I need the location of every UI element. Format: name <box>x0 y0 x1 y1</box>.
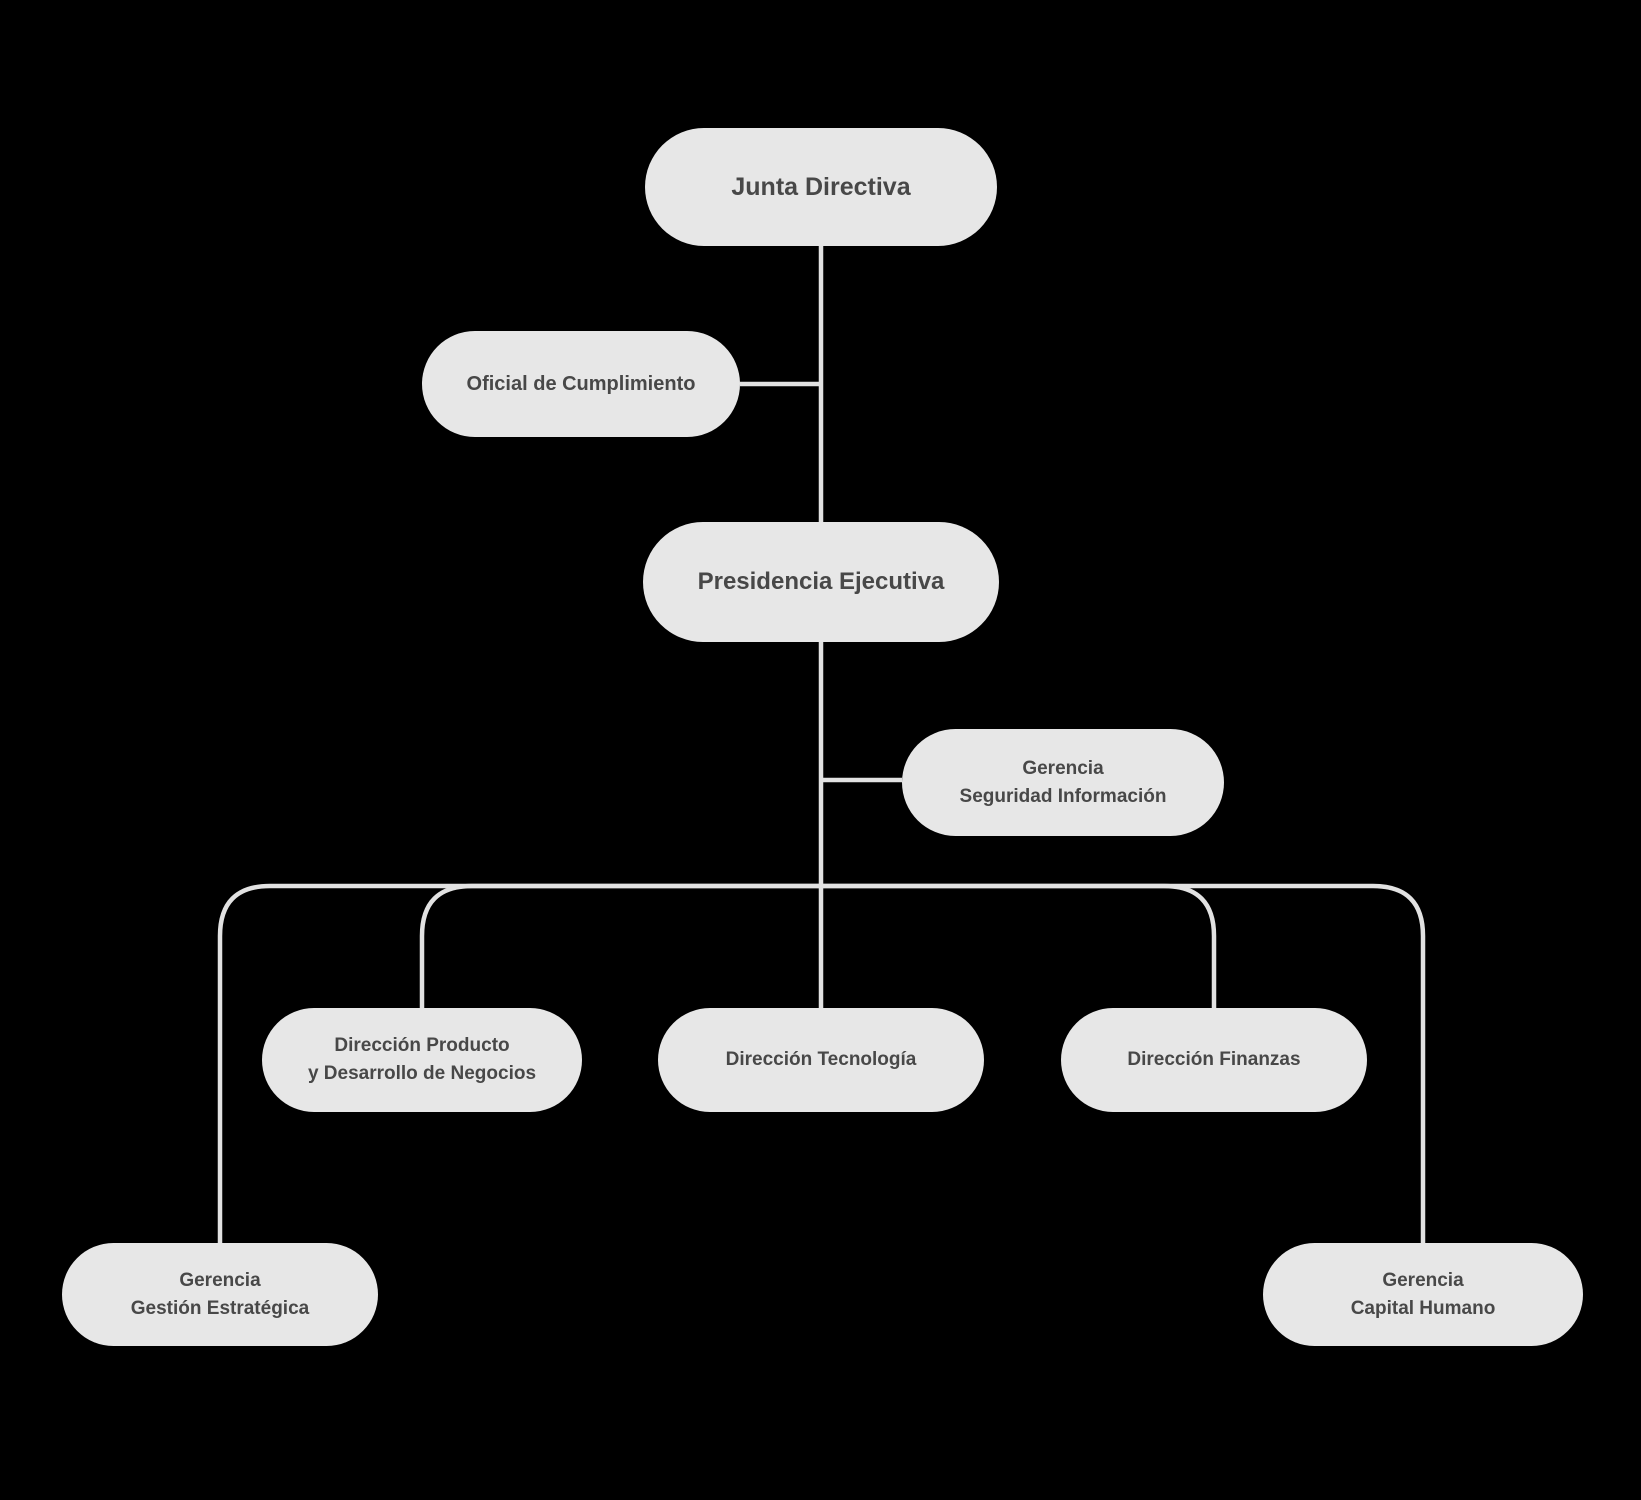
node-presidencia-ejecutiva: Presidencia Ejecutiva <box>643 522 999 642</box>
node-label-line2: Capital Humano <box>1350 1297 1496 1319</box>
node-label-line2: Gestión Estratégica <box>130 1297 310 1319</box>
node-label: Junta Directiva <box>731 173 911 201</box>
node-label-line1: Gerencia <box>1022 757 1104 779</box>
node-label: Dirección Finanzas <box>1127 1049 1301 1070</box>
node-label-line1: Gerencia <box>179 1269 261 1291</box>
node-junta-directiva: Junta Directiva <box>645 128 997 246</box>
node-label: Oficial de Cumplimiento <box>466 373 696 395</box>
node-label-line1: Gerencia <box>1382 1269 1464 1291</box>
connector-branch-direccion-producto <box>419 883 821 1008</box>
connector-branch-direccion-finanzas <box>821 883 1217 1008</box>
connector-branch-gestion-estrategica <box>217 883 821 1243</box>
node-label-line2: y Desarrollo de Negocios <box>307 1063 537 1084</box>
node-direccion-finanzas: Dirección Finanzas <box>1061 1008 1367 1112</box>
node-gerencia-capital-humano: Gerencia Capital Humano <box>1263 1243 1583 1346</box>
node-gerencia-gestion-estrategica: Gerencia Gestión Estratégica <box>62 1243 378 1346</box>
node-label-line1: Dirección Producto <box>334 1035 510 1056</box>
node-direccion-tecnologia: Dirección Tecnología <box>658 1008 984 1112</box>
node-label: Dirección Tecnología <box>725 1049 917 1070</box>
connector-branch-capital-humano <box>821 883 1426 1243</box>
node-label: Presidencia Ejecutiva <box>697 568 945 595</box>
node-direccion-producto-desarrollo-negocios: Dirección Producto y Desarrollo de Negoc… <box>262 1008 582 1112</box>
node-gerencia-seguridad-informacion: Gerencia Seguridad Información <box>902 729 1224 836</box>
node-label-line2: Seguridad Información <box>959 785 1167 807</box>
node-oficial-de-cumplimiento: Oficial de Cumplimiento <box>422 331 740 437</box>
